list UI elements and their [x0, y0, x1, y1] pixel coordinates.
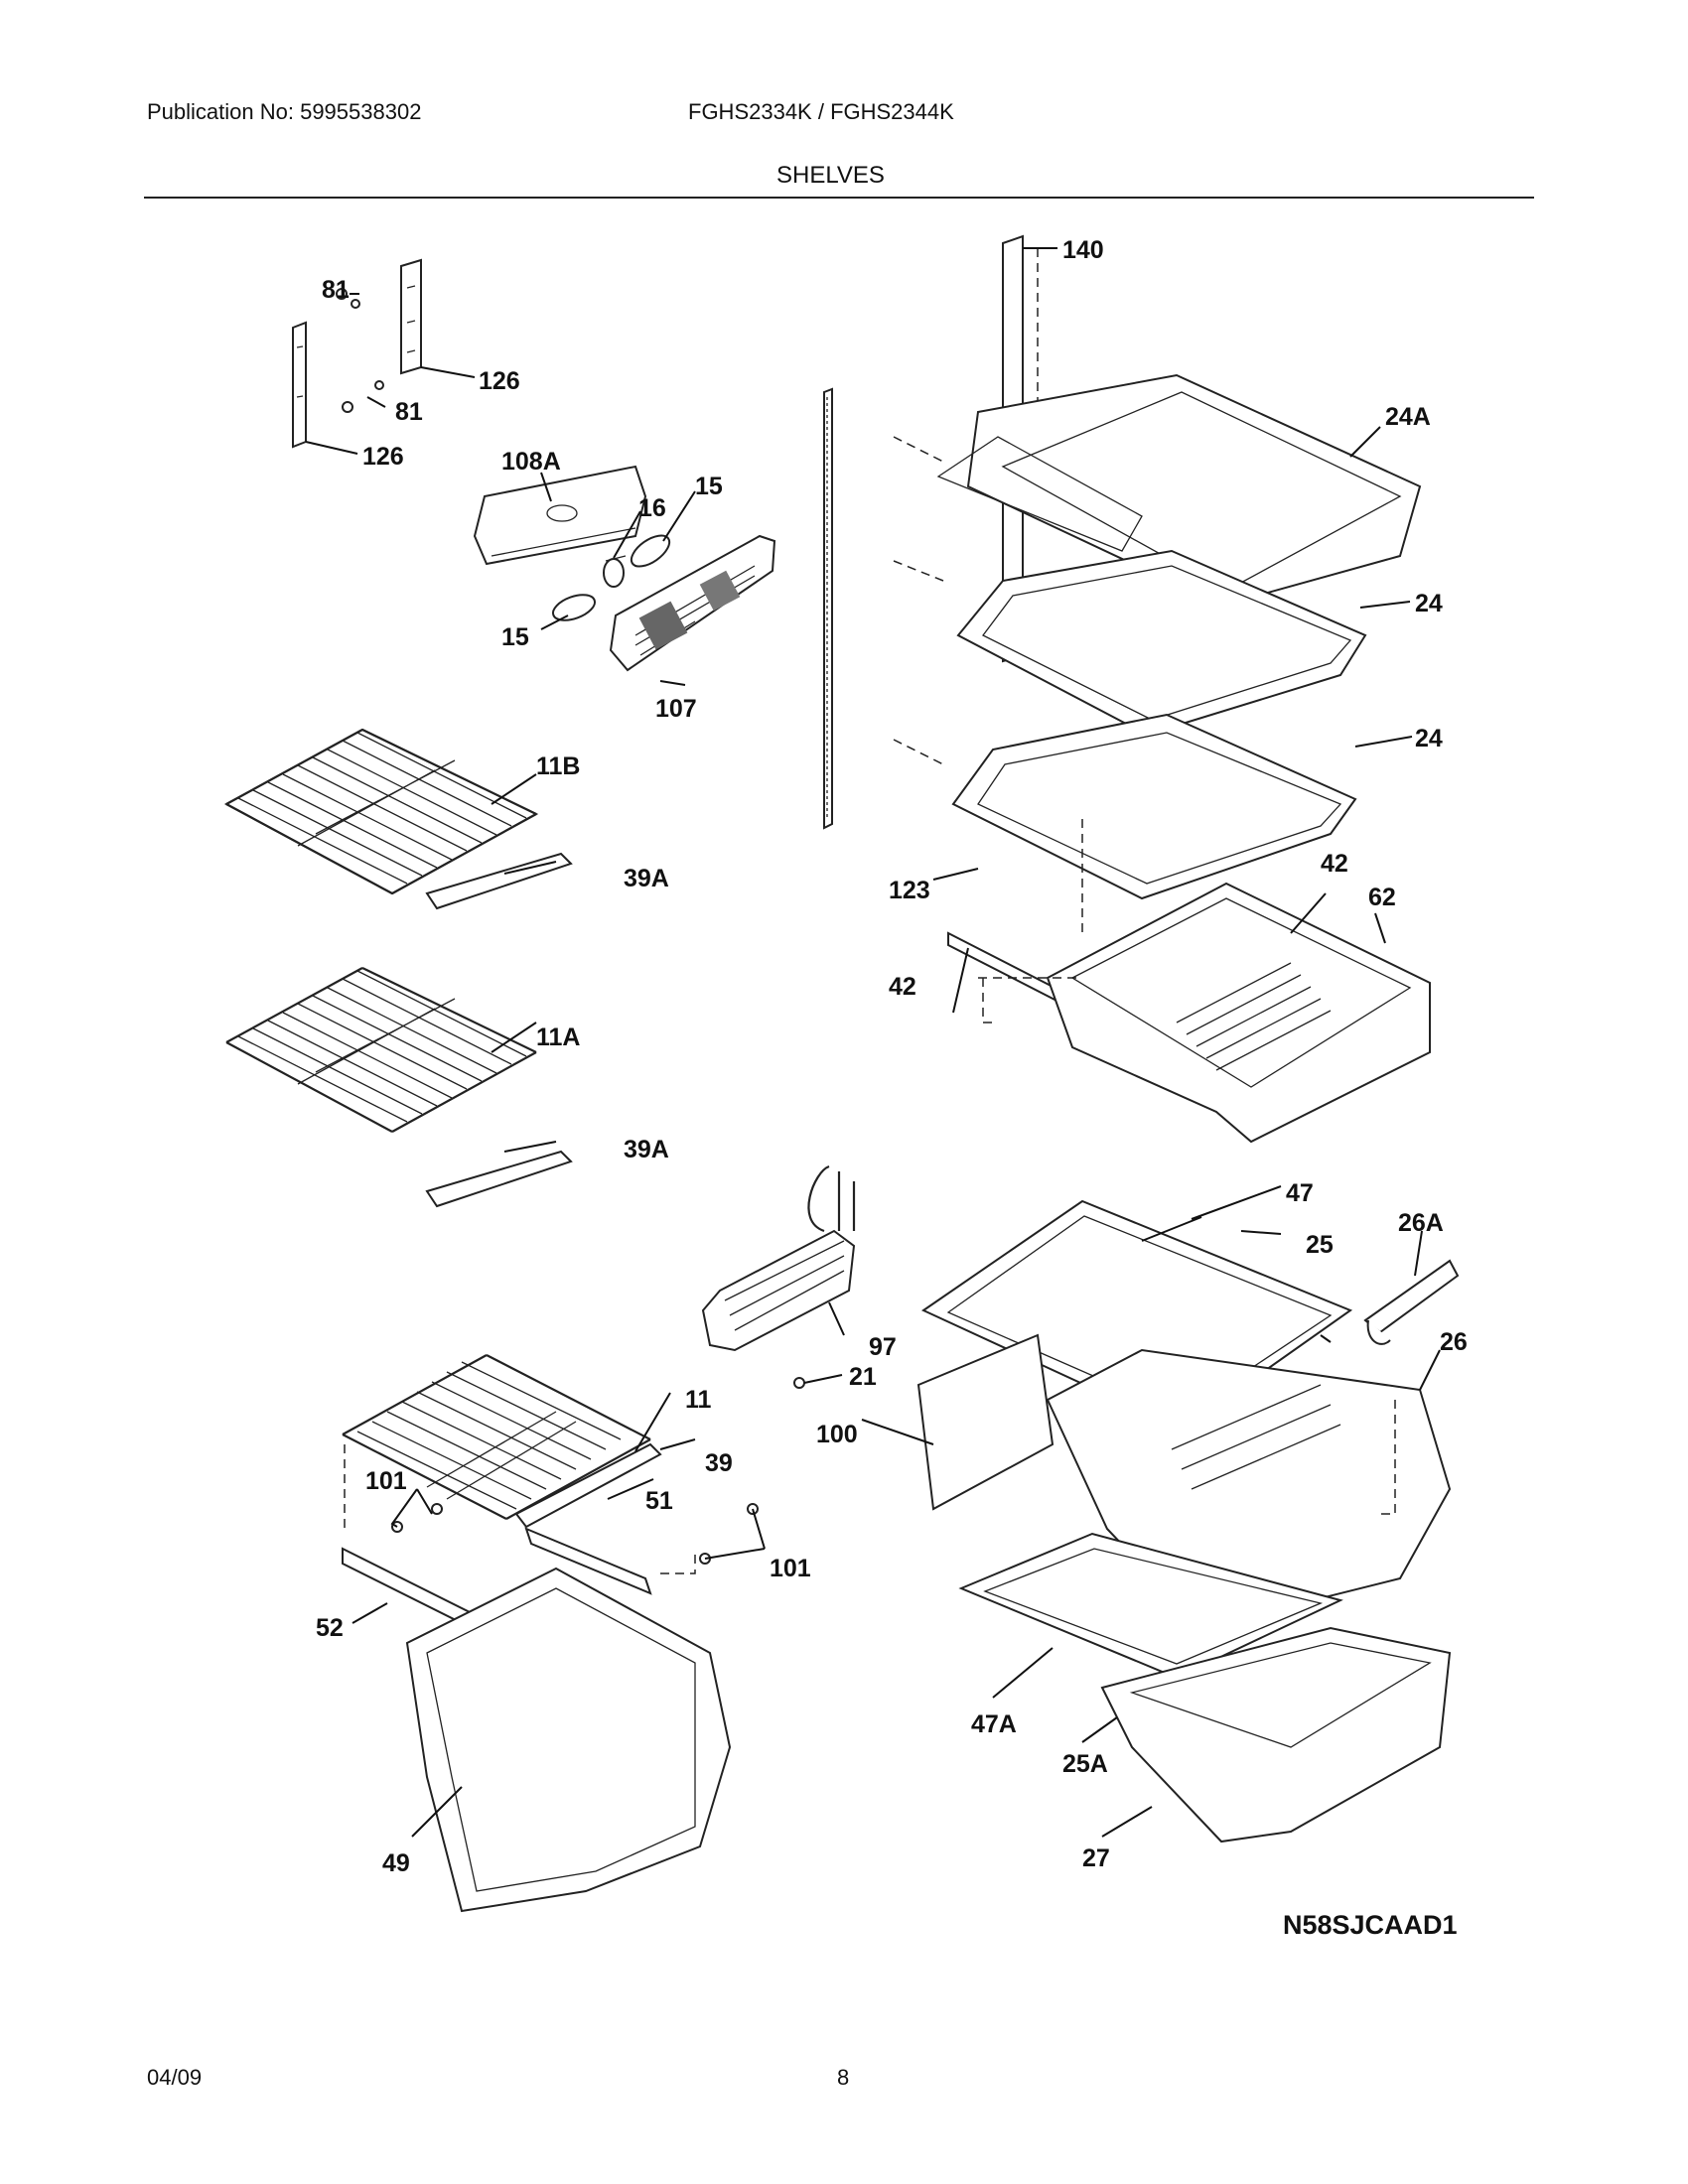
mounting-bracket-upper	[400, 258, 422, 375]
callout-52: 52	[316, 1614, 344, 1642]
storage-bin-49	[405, 1567, 732, 1913]
cover-100	[916, 1333, 1055, 1511]
screw-101-left	[391, 1503, 443, 1533]
screw-81-upper	[336, 288, 360, 309]
callout-42-upper: 42	[1321, 850, 1348, 878]
callout-26: 26	[1440, 1328, 1468, 1356]
callout-126-upper: 126	[479, 367, 520, 395]
damper-control-16	[603, 555, 627, 588]
callout-39a-lower: 39A	[624, 1136, 669, 1163]
wire-shelf-11a	[225, 967, 537, 1133]
callout-101-left: 101	[365, 1467, 407, 1495]
callout-107: 107	[655, 695, 697, 723]
mounting-bracket-lower	[292, 321, 307, 449]
callout-26a: 26A	[1398, 1209, 1444, 1237]
screw-21	[793, 1377, 805, 1389]
callout-47: 47	[1286, 1179, 1314, 1207]
drawer-cover-47a	[958, 1532, 1343, 1680]
callout-24-upper: 24	[1415, 590, 1443, 617]
wire-shelf-11	[342, 1354, 651, 1520]
callout-140: 140	[1062, 236, 1104, 264]
section-title: SHELVES	[776, 162, 885, 189]
heater-assembly-97	[701, 1164, 856, 1352]
light-bulb-15-lower	[551, 594, 597, 621]
callout-126-lower: 126	[362, 443, 404, 471]
callout-24a: 24A	[1385, 403, 1431, 431]
callout-27: 27	[1082, 1844, 1110, 1872]
callout-62: 62	[1368, 884, 1396, 911]
header-rule	[144, 197, 1534, 199]
callout-97: 97	[869, 1333, 897, 1361]
callout-11b: 11B	[536, 752, 580, 780]
shelf-trim-39	[514, 1442, 662, 1529]
callout-100: 100	[816, 1421, 858, 1448]
wire-shelf-11b	[223, 728, 539, 895]
callout-11: 11	[685, 1386, 712, 1414]
callout-21: 21	[849, 1363, 877, 1391]
callout-108a: 108A	[501, 448, 561, 476]
diffuser-housing-108a	[473, 465, 647, 566]
shelf-support-51	[524, 1527, 652, 1595]
diagram-code: N58SJCAAD1	[1283, 1910, 1458, 1940]
publication-number: Publication No: 5995538302	[147, 99, 422, 124]
drawer-bracket-26a	[1363, 1259, 1460, 1345]
glass-shelf-24-lower	[951, 713, 1357, 900]
callout-11a: 11A	[536, 1024, 580, 1051]
callout-16: 16	[638, 494, 666, 522]
callout-15-lower: 15	[501, 623, 529, 651]
cover-107	[609, 534, 776, 672]
callout-47a: 47A	[971, 1710, 1017, 1738]
meat-drawer-62	[1046, 882, 1431, 1144]
glass-shelf-24a	[936, 373, 1422, 608]
callout-81-upper: 81	[322, 276, 350, 304]
shelf-trim-39a-lower	[425, 1150, 573, 1208]
callout-123: 123	[889, 877, 930, 904]
rail-left	[823, 387, 833, 830]
page-number: 8	[837, 2065, 850, 2090]
callout-39a-upper: 39A	[624, 865, 669, 892]
callout-15-upper: 15	[695, 473, 723, 500]
callout-42-lower: 42	[889, 973, 916, 1001]
model-numbers: FGHS2334K / FGHS2344K	[688, 99, 954, 124]
callout-81-lower: 81	[395, 398, 423, 426]
callout-25a: 25A	[1062, 1750, 1108, 1778]
footer-date: 04/09	[147, 2065, 203, 2090]
screw-81-lower	[342, 380, 384, 413]
light-bulb-15-upper	[630, 534, 671, 568]
leader-lines	[305, 247, 1441, 1838]
callout-49: 49	[382, 1849, 410, 1877]
callout-101-right: 101	[770, 1555, 811, 1582]
drawer-27	[1100, 1626, 1452, 1843]
callout-24-lower: 24	[1415, 725, 1443, 752]
callout-51: 51	[645, 1487, 673, 1515]
callout-39: 39	[705, 1449, 733, 1477]
callout-25: 25	[1306, 1231, 1334, 1259]
